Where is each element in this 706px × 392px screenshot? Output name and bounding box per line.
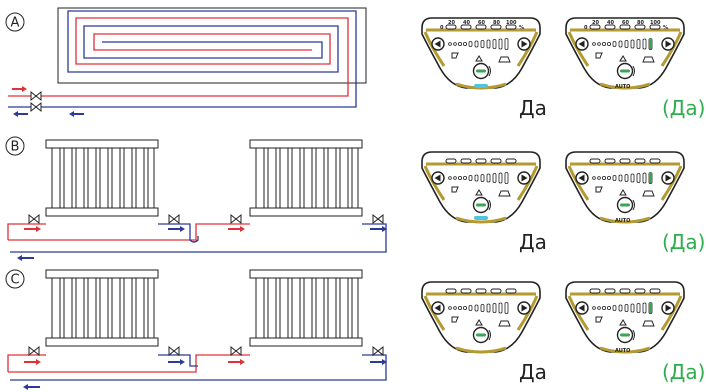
scale-label: 80 [637, 20, 644, 26]
valve-icon [28, 214, 40, 224]
thermostat-row3-left [420, 280, 542, 354]
scheme-c-badge [5, 269, 25, 289]
thermostat-row3-right [564, 280, 686, 354]
scale-label: 100 [506, 20, 517, 26]
scale-label: 60 [478, 20, 485, 26]
radiator-right [249, 269, 363, 347]
scheme-b-label: B [11, 140, 20, 155]
scale-label: 20 [448, 20, 455, 26]
answer-row3-left: Да [519, 360, 547, 384]
thermostat-row2-left [420, 150, 542, 224]
answer-row1-right: (Да) [662, 96, 706, 120]
floor-frame [57, 7, 367, 84]
supply-pipe [34, 17, 349, 97]
scheme-a: A [5, 7, 367, 117]
answer-row2-right: (Да) [662, 230, 706, 254]
scale-label: 80 [493, 20, 500, 26]
auto-label: AUTO [615, 348, 630, 354]
radiator-right [249, 139, 363, 217]
valve-icon [230, 346, 242, 356]
auto-label: AUTO [615, 218, 630, 224]
valve-icon [28, 346, 40, 356]
scheme-c: C [5, 269, 387, 390]
auto-label: AUTO [615, 84, 630, 90]
valve-icon [168, 214, 180, 224]
thermostat-row2-right [564, 150, 686, 224]
scale-label: 40 [463, 20, 470, 26]
scheme-a-badge [5, 12, 25, 32]
return-pipe [34, 10, 357, 108]
scale-label: 60 [622, 20, 629, 26]
scale-label: 100 [650, 20, 661, 26]
scale-zero: 0 [440, 25, 444, 31]
scheme-b-badge [5, 136, 25, 156]
valve-icon [168, 346, 180, 356]
valve-icon [30, 102, 42, 112]
scale-zero: 0 [584, 25, 588, 31]
scale-label: 20 [592, 20, 599, 26]
answer-row1-left: Да [519, 96, 547, 120]
answer-row2-left: Да [519, 230, 547, 254]
valve-icon [372, 346, 384, 356]
scheme-b: B [5, 136, 387, 261]
valve-icon [30, 91, 42, 101]
radiator-left [45, 139, 159, 217]
radiator-left [45, 269, 159, 347]
answer-row3-right: (Да) [662, 360, 706, 384]
valve-icon [372, 214, 384, 224]
scale-label: % [663, 25, 668, 31]
scheme-a-label: A [11, 16, 20, 31]
scale-label: 40 [607, 20, 614, 26]
scale-label: % [519, 25, 524, 31]
scheme-c-label: C [10, 273, 19, 288]
thermostat-grid: 20 40 60 80 100 % 0 20 40 60 80 100 % 0 … [420, 16, 706, 384]
valve-icon [230, 214, 242, 224]
